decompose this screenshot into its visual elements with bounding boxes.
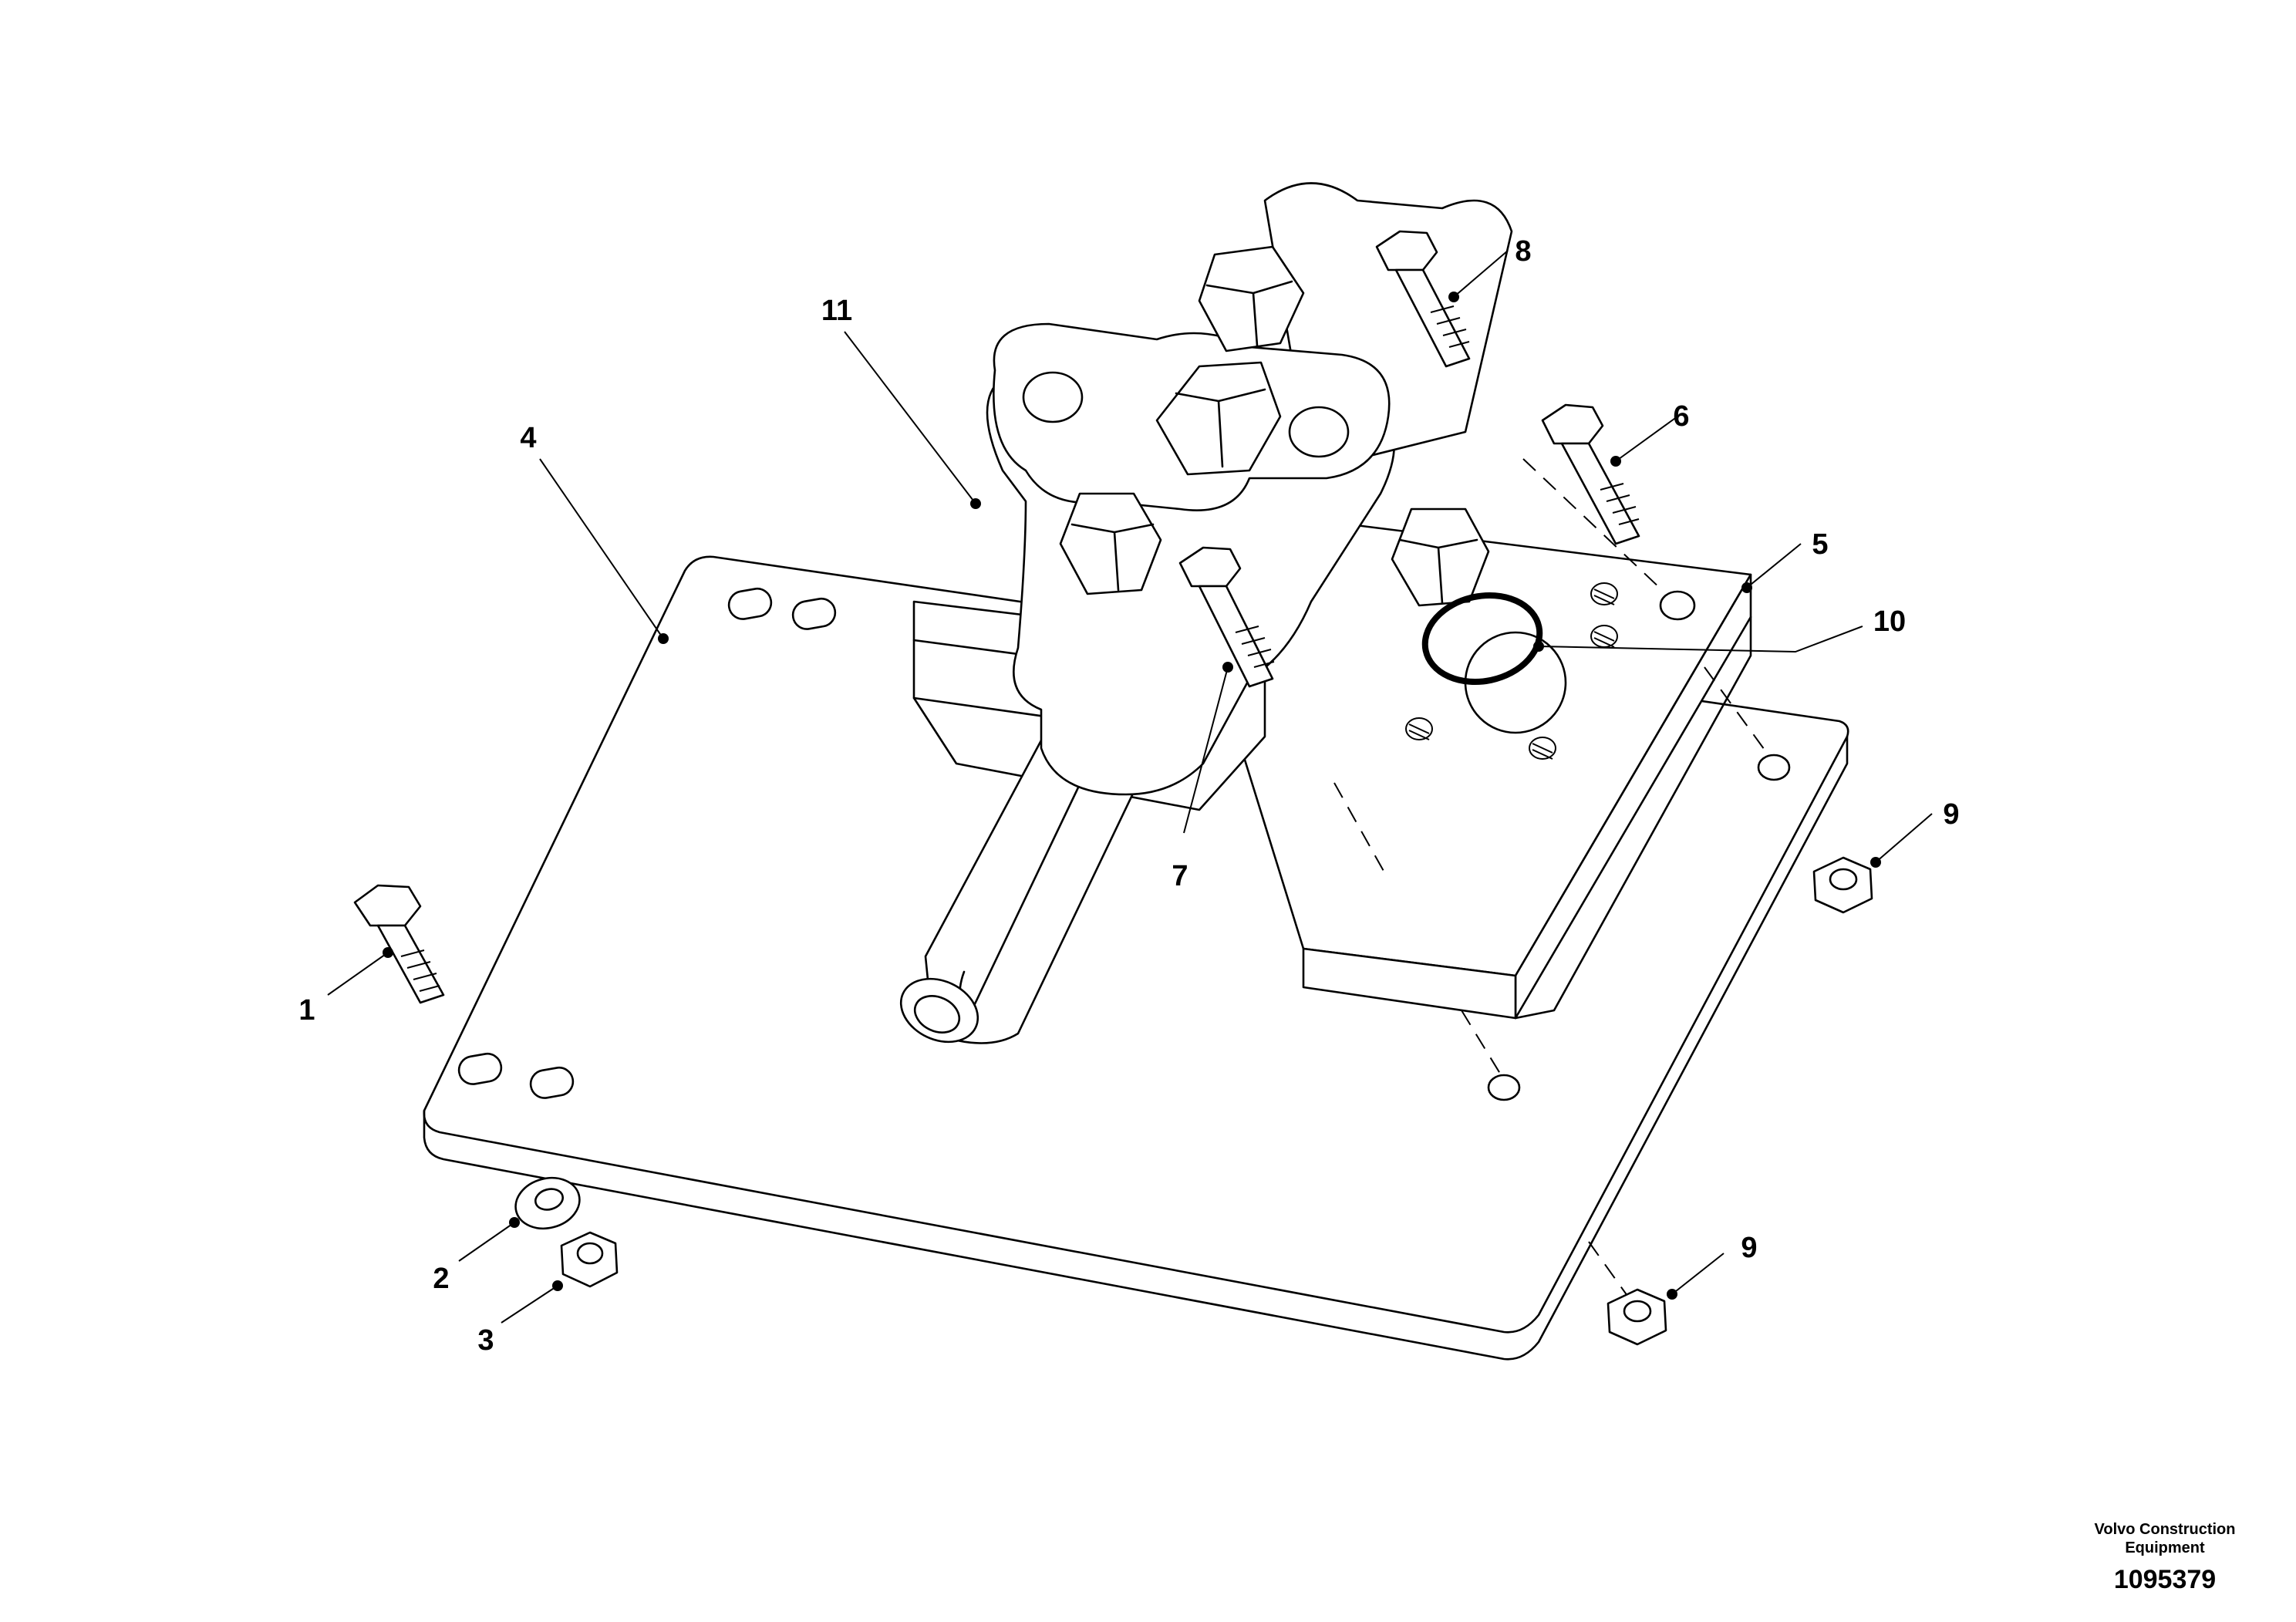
mounting-block xyxy=(1163,458,1767,1297)
nut-3 xyxy=(560,1231,619,1288)
bolt-7 xyxy=(1178,546,1275,688)
nut-9-lower xyxy=(1607,1288,1667,1346)
hex-plug xyxy=(1198,245,1305,352)
bolt-6 xyxy=(1541,403,1640,545)
callout-10: 10 xyxy=(1873,605,1906,638)
brand-line-1: Volvo Construction xyxy=(2094,1521,2236,1538)
callout-11: 11 xyxy=(821,295,852,327)
callout-9-lower: 9 xyxy=(1741,1232,1757,1264)
leader-lines xyxy=(327,250,1933,1324)
o-ring xyxy=(1421,592,1543,686)
callout-9-upper: 9 xyxy=(1943,798,1959,831)
brand-line-2: Equipment xyxy=(2125,1539,2205,1556)
drawing-number: 1095379 xyxy=(2113,1565,2217,1594)
bolt-8 xyxy=(1375,230,1471,368)
hex-plug xyxy=(1391,508,1490,607)
bolt-1 xyxy=(353,884,445,1004)
callout-7: 7 xyxy=(1172,860,1188,892)
callout-2: 2 xyxy=(433,1263,449,1295)
hex-plug xyxy=(1059,492,1162,595)
drawing-title-block: Volvo Construction Equipment 1095379 xyxy=(2065,1520,2265,1599)
hex-plug xyxy=(1155,361,1282,476)
washer xyxy=(514,1176,581,1230)
nut-9-upper xyxy=(1812,856,1873,914)
callout-3: 3 xyxy=(477,1324,494,1357)
callout-8: 8 xyxy=(1515,235,1531,268)
callout-5: 5 xyxy=(1812,528,1828,561)
callout-1: 1 xyxy=(298,994,315,1027)
callout-6: 6 xyxy=(1673,400,1689,433)
callout-4: 4 xyxy=(520,422,536,454)
